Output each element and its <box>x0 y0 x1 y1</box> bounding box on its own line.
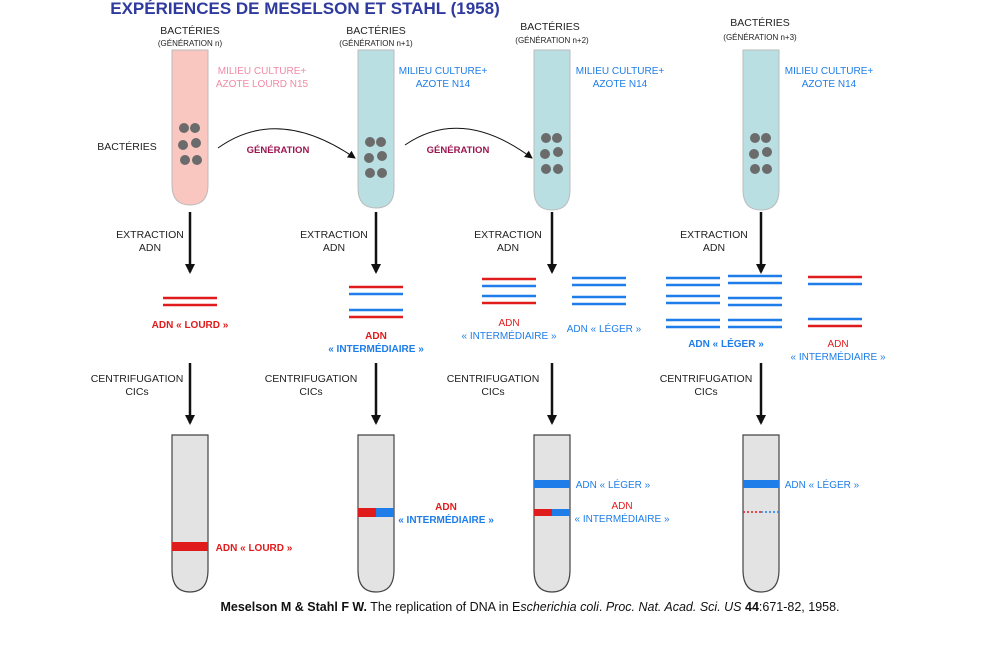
extraction-label-line2: ADN <box>703 242 725 254</box>
centrifugation-label-line2: CICs <box>694 386 717 398</box>
band-label-intermediate-line2: « INTERMÉDIAIRE » <box>574 512 669 525</box>
dna-label-line2: « INTERMÉDIAIRE » <box>328 342 424 355</box>
culture-tube-n14 <box>742 49 780 211</box>
reference-citation: Meselson M & Stahl F W. The replication … <box>220 600 839 614</box>
dna-molecules-light <box>666 274 782 329</box>
reference-authors: Meselson M & Stahl F W. <box>220 600 367 614</box>
dna-molecules-intermediate <box>808 275 862 328</box>
column-header: BACTÉRIES <box>346 24 406 37</box>
band-label-light: ADN « LÉGER » <box>785 478 860 491</box>
dna-molecules-light <box>572 276 626 306</box>
bacteria-cluster <box>178 123 202 165</box>
dna-label-light: ADN « LÉGER » <box>567 322 642 335</box>
centrifugation-label-line2: CICs <box>481 386 504 398</box>
bacteria-cluster <box>540 133 563 174</box>
dna-label-light: ADN « LÉGER » <box>688 337 764 350</box>
light-dna-band <box>534 480 570 488</box>
medium-label-line2: AZOTE N14 <box>416 79 471 90</box>
bacteria-cluster <box>364 137 387 178</box>
bacteria-cluster <box>749 133 772 174</box>
column-subheader: (GÉNÉRATION n) <box>158 39 223 48</box>
extraction-label-line2: ADN <box>497 242 519 254</box>
dna-label: ADN « LOURD » <box>152 320 229 331</box>
medium-label-line1: MILIEU CULTURE+ <box>785 66 874 77</box>
centrifugation-label-line2: CICs <box>125 386 148 398</box>
dna-label-intermediate-line2: « INTERMÉDIAIRE » <box>790 350 885 363</box>
column-generation-n3: BACTÉRIES (GÉNÉRATION n+3) MILIEU CULTUR… <box>660 16 886 593</box>
centrifugation-label-line1: CENTRIFUGATION <box>447 373 540 385</box>
centrifuge-tube <box>742 434 780 593</box>
generation-label-1: GÉNÉRATION <box>247 145 310 156</box>
dna-label-line1: ADN <box>365 331 387 342</box>
medium-label-line2: AZOTE N14 <box>802 79 857 90</box>
reference-title: The replication of DNA in E <box>367 600 520 614</box>
band-label-line2: « INTERMÉDIAIRE » <box>398 513 494 526</box>
extraction-label-line2: ADN <box>139 242 161 254</box>
extraction-label-line1: EXTRACTION <box>474 229 542 241</box>
column-subheader: (GÉNÉRATION n+2) <box>515 36 589 45</box>
column-header: BACTÉRIES <box>160 24 220 37</box>
centrifugation-label-line1: CENTRIFUGATION <box>91 373 184 385</box>
centrifugation-label-line2: CICs <box>299 386 322 398</box>
extraction-label-line1: EXTRACTION <box>680 229 748 241</box>
extraction-label-line2: ADN <box>323 242 345 254</box>
generation-arrow-1 <box>217 128 356 159</box>
band-label-intermediate-line1: ADN <box>611 501 632 512</box>
extraction-label-line1: EXTRACTION <box>300 229 368 241</box>
light-dna-band <box>743 480 779 488</box>
column-generation-n2: BACTÉRIES (GÉNÉRATION n+2) MILIEU CULTUR… <box>447 20 670 593</box>
column-generation-n: BACTÉRIES (GÉNÉRATION n) MILIEU CULTURE+… <box>91 24 309 593</box>
culture-tube-n15 <box>171 49 209 206</box>
culture-tube-n14 <box>533 49 571 211</box>
band-label-line1: ADN <box>435 502 457 513</box>
medium-label-line2: AZOTE LOURD N15 <box>216 79 309 90</box>
dna-label-intermediate-line1: ADN <box>498 318 519 329</box>
column-subheader: (GÉNÉRATION n+1) <box>339 39 413 48</box>
intermediate-band-heavy-half <box>534 509 552 516</box>
reference-volume: 44 <box>745 600 759 614</box>
diagram-title: EXPÉRIENCES DE MESELSON ET STAHL (1958) <box>110 0 500 18</box>
column-subheader: (GÉNÉRATION n+3) <box>723 33 797 42</box>
dna-molecules <box>163 296 217 307</box>
dna-molecules <box>349 285 403 319</box>
band-label: ADN « LOURD » <box>216 543 293 554</box>
centrifugation-label-line1: CENTRIFUGATION <box>265 373 358 385</box>
medium-label-line1: MILIEU CULTURE+ <box>576 66 665 77</box>
column-generation-n1: BACTÉRIES (GÉNÉRATION n+1) MILIEU CULTUR… <box>265 24 494 593</box>
culture-tube-n14 <box>357 49 395 209</box>
reference-genus: scherichia coli <box>520 600 600 614</box>
band-label-light: ADN « LÉGER » <box>576 478 651 491</box>
reference-separator: . <box>599 600 606 614</box>
column-header: BACTÉRIES <box>730 16 790 29</box>
dna-label-intermediate-line2: « INTERMÉDIAIRE » <box>461 329 556 342</box>
medium-label-line1: MILIEU CULTURE+ <box>399 66 488 77</box>
generation-arrow-2 <box>404 127 533 159</box>
dna-label-intermediate-line1: ADN <box>827 339 848 350</box>
centrifugation-label-line1: CENTRIFUGATION <box>660 373 753 385</box>
heavy-dna-band <box>172 542 208 551</box>
dna-molecules-intermediate <box>482 277 536 305</box>
reference-pages: :671-82, 1958. <box>759 600 840 614</box>
medium-label-line1: MILIEU CULTURE+ <box>218 66 307 77</box>
intermediate-band-light-half <box>552 509 570 516</box>
medium-label-line2: AZOTE N14 <box>593 79 648 90</box>
extraction-label-line1: EXTRACTION <box>116 229 184 241</box>
generation-label-2: GÉNÉRATION <box>427 145 490 156</box>
intermediate-band-light-half <box>376 508 394 517</box>
intermediate-band-heavy-half <box>358 508 376 517</box>
reference-journal: Proc. Nat. Acad. Sci. US <box>606 600 742 614</box>
centrifuge-tube <box>171 434 209 593</box>
column-header: BACTÉRIES <box>520 20 580 33</box>
bacteria-side-label: BACTÉRIES <box>97 140 157 153</box>
